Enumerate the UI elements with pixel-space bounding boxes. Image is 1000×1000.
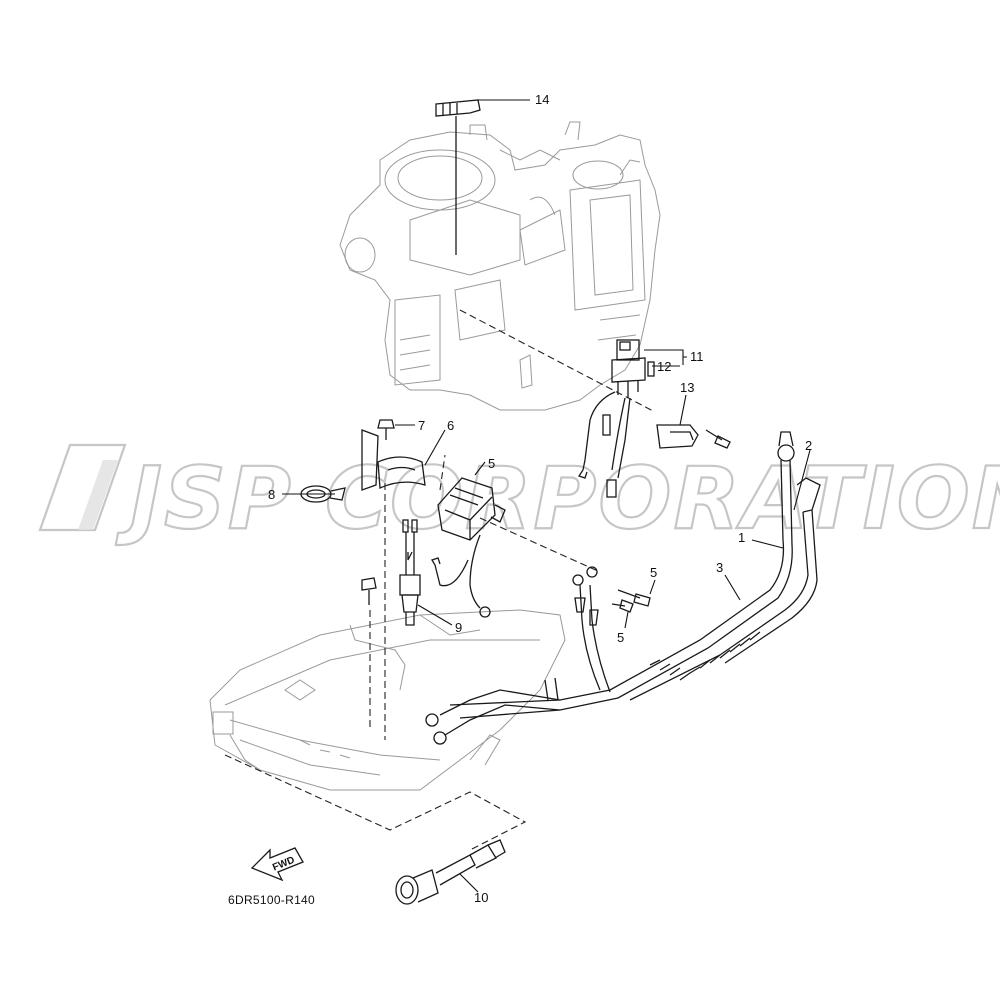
callout-11: 11 <box>690 349 704 364</box>
callout-10: 10 <box>474 890 488 905</box>
watermark-text: JSP CORPORATION <box>115 449 1000 549</box>
callout-3: 3 <box>716 560 723 575</box>
part-6-clamp <box>377 456 426 489</box>
callout-6: 6 <box>447 418 454 433</box>
cowling-bolt <box>361 577 377 605</box>
callout-5-upper: 5 <box>650 565 657 580</box>
fwd-label: FWD <box>271 855 296 874</box>
part-5-bolts <box>611 589 651 613</box>
watermark: JSP CORPORATION <box>38 443 1000 550</box>
callout-12: 12 <box>657 359 671 374</box>
callout-5-lower: 5 <box>617 630 624 645</box>
callout-1: 1 <box>738 530 745 545</box>
callout-13: 13 <box>680 380 694 395</box>
part-10-switch <box>395 839 506 905</box>
part-9-sensor <box>399 519 421 626</box>
bottom-cowling <box>209 609 566 791</box>
part-13-bracket <box>656 424 731 449</box>
callout-labels: 14 11 12 13 7 6 8 5 9 5 5 2 1 3 10 <box>268 92 812 905</box>
callout-2: 2 <box>805 438 812 453</box>
part-4-rectifier <box>431 477 506 618</box>
engine-block <box>339 121 661 411</box>
callout-7: 7 <box>418 418 425 433</box>
part-14-clip <box>435 99 481 255</box>
reference-lines <box>224 309 656 851</box>
leader-lines <box>282 99 811 893</box>
part-7-bolt <box>361 419 395 491</box>
fwd-direction-arrow: FWD <box>250 847 304 882</box>
callout-14: 14 <box>535 92 549 107</box>
drawing-code: 6DR5100-R140 <box>228 893 315 907</box>
part-11-12-relay <box>577 339 655 498</box>
callout-9: 9 <box>455 620 462 635</box>
cable-harness <box>425 431 821 745</box>
callout-8: 8 <box>268 487 275 502</box>
callout-4: 5 <box>488 456 495 471</box>
